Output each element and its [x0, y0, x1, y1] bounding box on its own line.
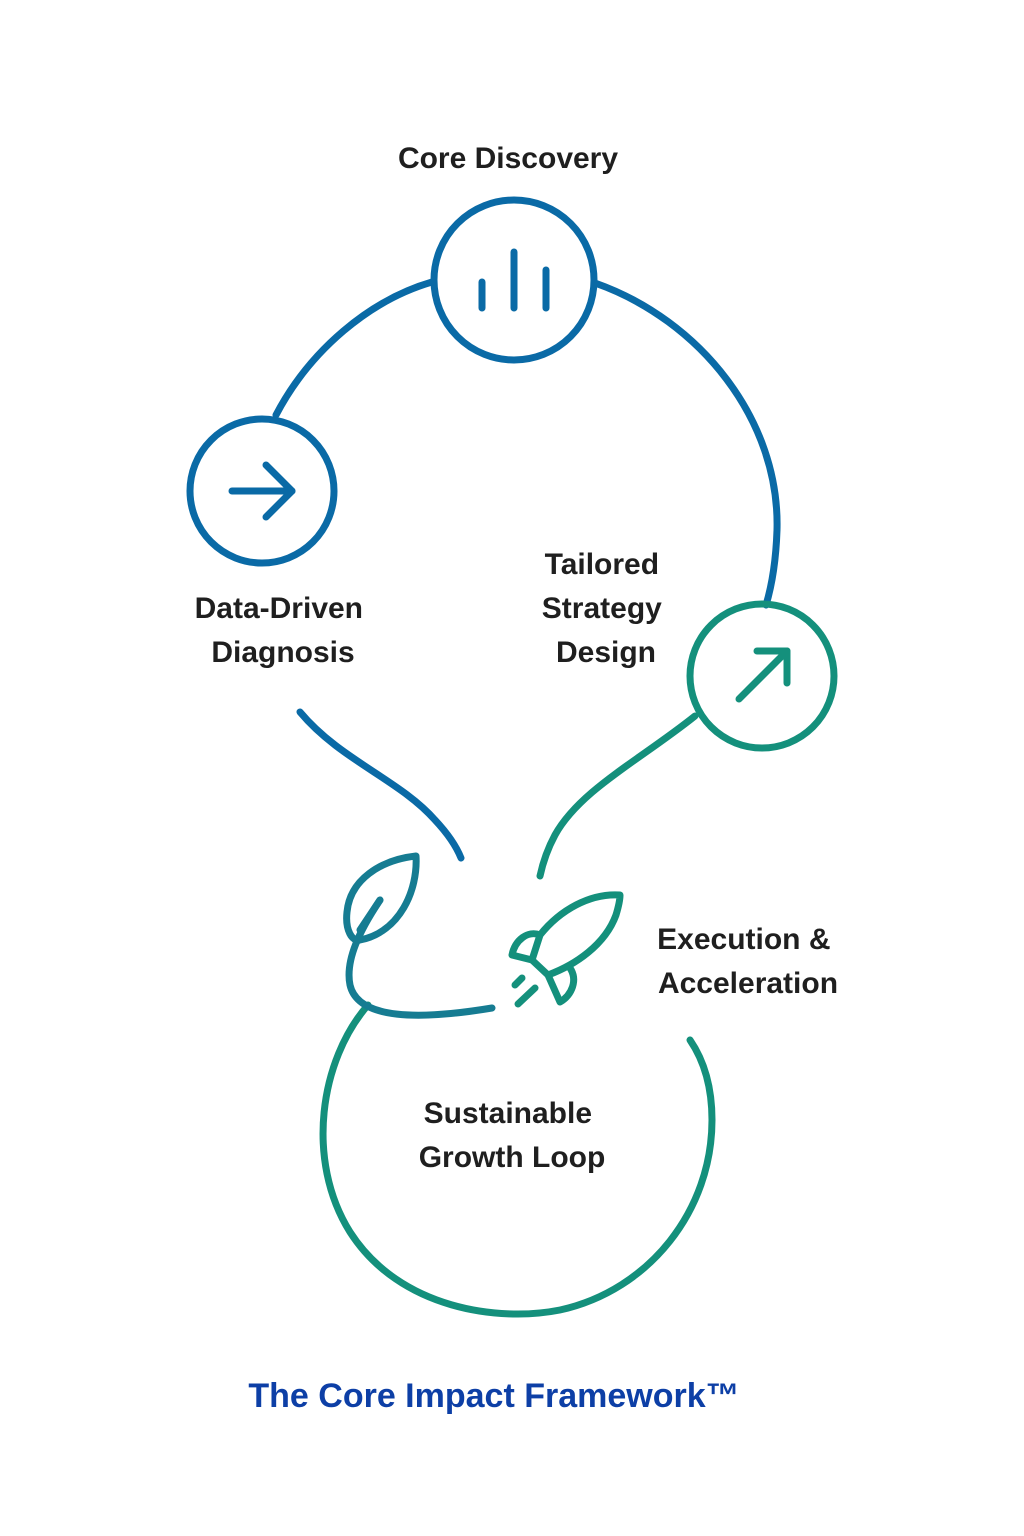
rocket-icon [508, 891, 624, 1008]
framework-title: The Core Impact Framework™ [248, 1377, 739, 1415]
growth-loop-arc [319, 1001, 716, 1318]
label-tailored-strategy-design: Tailored Strategy Design [542, 548, 670, 669]
label-data-driven-diagnosis: Data-Driven Diagnosis [195, 592, 372, 669]
path-discovery-to-strategy [591, 279, 781, 609]
label-core-discovery: Core Discovery [398, 142, 618, 175]
node-data-driven-diagnosis [186, 415, 338, 567]
label-execution-acceleration: Execution & Acceleration [657, 923, 839, 1000]
arrow-up-right-icon [735, 647, 791, 703]
node-core-discovery [430, 196, 598, 364]
path-diagnosis-down [296, 708, 465, 862]
node-tailored-strategy-design [686, 600, 838, 752]
label-sustainable-growth-loop: Sustainable Growth Loop [419, 1097, 606, 1174]
path-strategy-down [536, 712, 699, 880]
arrow-right-icon [228, 461, 296, 521]
path-diagnosis-to-discovery [272, 278, 436, 419]
leaf-icon [343, 852, 420, 944]
bar-chart-icon [478, 248, 550, 312]
